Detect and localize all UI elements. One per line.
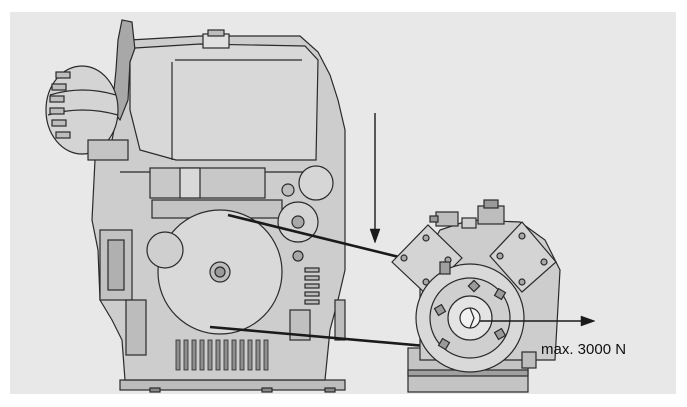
arrow-down-icon [369, 113, 381, 244]
arrow-right-icon [480, 315, 596, 327]
compressor-drawing [391, 199, 561, 393]
force-label: max. 3000 N [541, 341, 627, 358]
engine-top-cover [129, 43, 319, 161]
engine-bottom-fins [175, 339, 269, 371]
compressor-valve-right [477, 205, 505, 225]
engine-left-fins [49, 71, 71, 139]
engine-drawing [45, 19, 346, 393]
engine-idler-upper [298, 165, 334, 201]
compressor-head-left [391, 224, 463, 295]
engine-left-tower [111, 19, 136, 122]
compressor-valve-left [435, 211, 459, 227]
compressor-head-right [489, 221, 557, 293]
belt-lower-span [209, 325, 449, 350]
